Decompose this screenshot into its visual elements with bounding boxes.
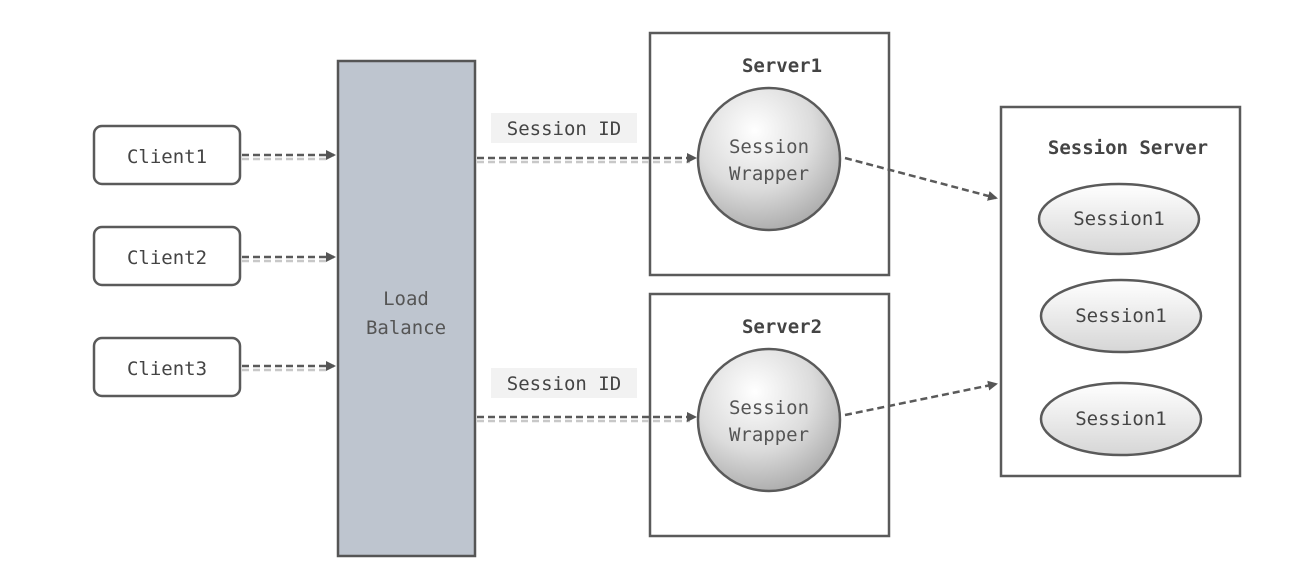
load-balancer: Load Balance [336, 59, 477, 558]
client-2: Client2 [92, 225, 242, 287]
client-2-label: Client2 [127, 247, 207, 269]
session-wrapper-2-line1: Session [729, 397, 809, 419]
load-balancer-line1: Load [383, 288, 429, 310]
session-1-label: Session1 [1073, 208, 1165, 230]
session-3-label: Session1 [1075, 408, 1167, 430]
session-id-label-1: Session ID [491, 113, 637, 143]
session-wrapper-1-line2: Wrapper [729, 163, 809, 185]
session-wrapper-1-line1: Session [729, 136, 809, 158]
wrapper-session-arrows [844, 156, 998, 417]
arrow-wrapper2-session-server [844, 380, 998, 417]
session-id-label-2-text: Session ID [507, 373, 621, 395]
arrow-wrapper1-session-server [844, 156, 998, 201]
session-2-label: Session1 [1075, 305, 1167, 327]
server-1-title: Server1 [742, 55, 822, 77]
session-id-label-2: Session ID [491, 368, 637, 398]
server-2-title: Server2 [742, 316, 822, 338]
client-3-label: Client3 [127, 358, 207, 380]
server-2: Server2 Session Wrapper [648, 292, 891, 538]
session-wrapper-1 [696, 86, 842, 232]
client-3: Client3 [92, 336, 242, 398]
lb-server-arrows [477, 153, 697, 423]
session-server-title: Session Server [1048, 137, 1208, 159]
session-wrapper-2 [696, 347, 842, 493]
session-wrapper-2-line2: Wrapper [729, 424, 809, 446]
server-1: Server1 Session Wrapper [648, 31, 891, 277]
client-1: Client1 [92, 124, 242, 186]
session-id-label-1-text: Session ID [507, 118, 621, 140]
session-2 [1039, 278, 1203, 354]
session-3 [1039, 381, 1203, 457]
session-1 [1037, 182, 1201, 256]
client-1-label: Client1 [127, 146, 207, 168]
client-arrows [242, 150, 336, 372]
session-server: Session Server Session1 Session1 Session… [999, 105, 1242, 478]
load-balancer-line2: Balance [366, 317, 446, 339]
